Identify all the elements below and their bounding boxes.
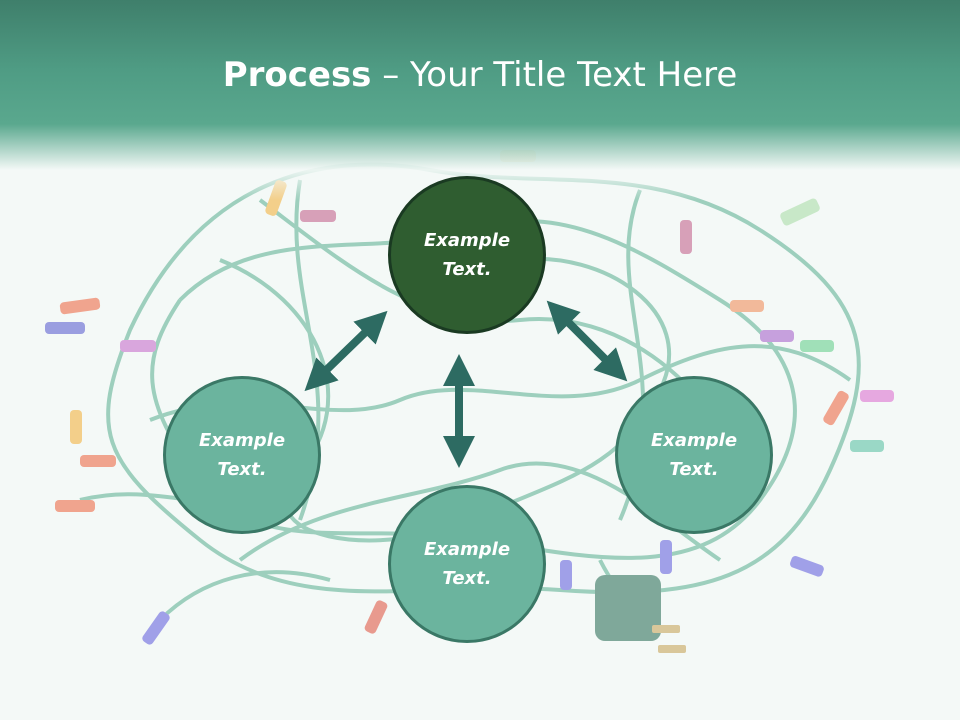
node-left-line2: Text. xyxy=(217,459,267,480)
node-right-line1: Example xyxy=(650,430,738,451)
header-bar xyxy=(0,0,960,200)
node-right-line2: Text. xyxy=(669,459,719,480)
title-rest: – Your Title Text Here xyxy=(371,55,738,95)
node-left-line1: Example xyxy=(198,430,286,451)
node-left-label: Example Text. xyxy=(182,426,302,484)
slide-title: Process – Your Title Text Here xyxy=(0,52,960,98)
node-bottom-label: Example Text. xyxy=(407,535,527,593)
node-bottom-line1: Example xyxy=(423,539,511,560)
node-bottom-line2: Text. xyxy=(442,568,492,589)
node-right-label: Example Text. xyxy=(634,426,754,484)
title-bold: Process xyxy=(222,55,372,95)
process-node-bottom[interactable]: Example Text. xyxy=(388,485,546,643)
arrow-top-left xyxy=(304,310,388,392)
node-top-line1: Example xyxy=(423,230,511,251)
node-top-label: Example Text. xyxy=(407,226,527,284)
process-node-right[interactable]: Example Text. xyxy=(615,376,773,534)
process-node-top[interactable]: Example Text. xyxy=(388,176,546,334)
node-top-line2: Text. xyxy=(442,259,492,280)
process-node-left[interactable]: Example Text. xyxy=(163,376,321,534)
arrow-top-right xyxy=(546,300,628,382)
